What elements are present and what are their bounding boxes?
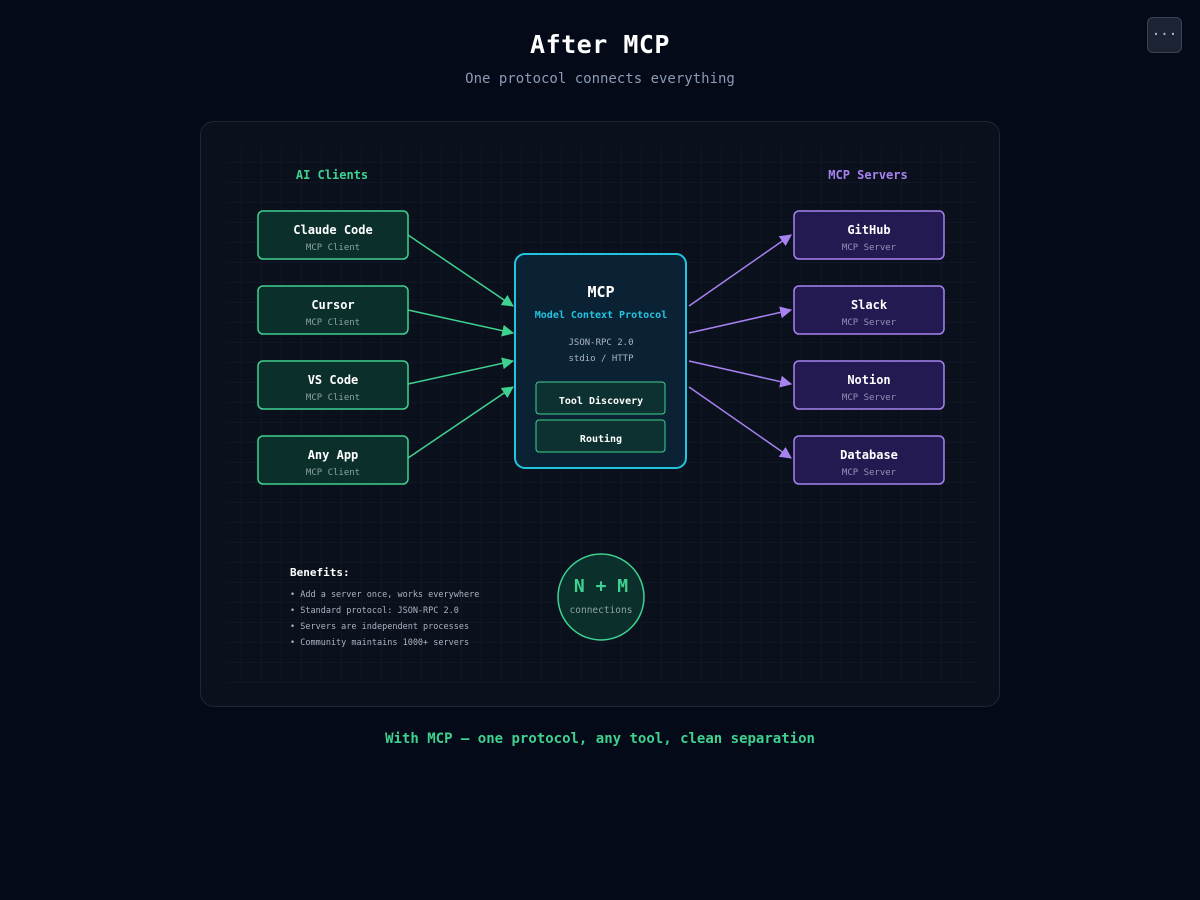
client-connections (407, 234, 515, 459)
server-role: MCP Server (842, 393, 897, 403)
more-horizontal-icon: ··· (1151, 27, 1178, 43)
server-name: Database (840, 448, 898, 462)
badge-label: connections (570, 605, 633, 616)
client-node: Cursor MCP Client (257, 285, 409, 335)
client-box (257, 285, 409, 335)
hub-title: MCP (587, 283, 614, 301)
connection-arrow (688, 360, 793, 388)
benefit-item: • Servers are independent processes (290, 622, 469, 632)
server-role: MCP Server (842, 243, 897, 253)
more-menu-button[interactable]: ··· (1147, 17, 1182, 53)
benefit-item: • Community maintains 1000+ servers (290, 638, 469, 648)
connection-arrow (688, 234, 792, 307)
server-box (793, 435, 945, 485)
mcp-architecture-diagram: AI Clients MCP Servers Claude Code MCP C… (226, 147, 976, 683)
server-node: Notion MCP Server (793, 360, 945, 410)
client-box (257, 210, 409, 260)
server-node: Slack MCP Server (793, 285, 945, 335)
server-box (793, 360, 945, 410)
hub-feature-box (535, 381, 666, 415)
hub-feature-box (535, 419, 666, 453)
server-box (793, 210, 945, 260)
hub-feature-routing: Routing (580, 433, 622, 445)
hub-spec-protocol: JSON-RPC 2.0 (568, 338, 633, 348)
client-role: MCP Client (306, 468, 360, 478)
clients-heading: AI Clients (296, 168, 368, 182)
mcp-hub: MCP Model Context Protocol JSON-RPC 2.0 … (514, 253, 687, 469)
client-name: VS Code (308, 373, 359, 387)
client-node: VS Code MCP Client (257, 360, 409, 410)
connection-arrow (407, 309, 515, 337)
server-name: Notion (847, 373, 890, 387)
client-name: Claude Code (293, 223, 372, 237)
diagram-panel: AI Clients MCP Servers Claude Code MCP C… (200, 121, 1000, 707)
benefit-item: • Add a server once, works everywhere (290, 590, 479, 600)
client-role: MCP Client (306, 318, 360, 328)
servers-heading: MCP Servers (828, 168, 907, 182)
client-role: MCP Client (306, 243, 360, 253)
client-box (257, 435, 409, 485)
connections-badge: N + M connections (557, 553, 645, 641)
badge-formula: N + M (574, 576, 628, 597)
connection-arrow (407, 386, 514, 459)
server-name: GitHub (847, 223, 890, 237)
server-role: MCP Server (842, 318, 897, 328)
connection-arrow (407, 357, 515, 385)
hub-feature-tool-discovery: Tool Discovery (559, 395, 643, 407)
server-connections (688, 234, 793, 459)
page-subtitle: One protocol connects everything (465, 71, 735, 87)
page-title: After MCP (530, 30, 670, 59)
hub-spec-transport: stdio / HTTP (568, 354, 634, 364)
server-node: Database MCP Server (793, 435, 945, 485)
server-node: GitHub MCP Server (793, 210, 945, 260)
connection-arrow (688, 306, 793, 334)
benefit-item: • Standard protocol: JSON-RPC 2.0 (290, 606, 459, 616)
client-name: Any App (308, 448, 359, 462)
benefits-list: Benefits: • Add a server once, works eve… (290, 566, 479, 648)
badge-circle (557, 553, 645, 641)
server-role: MCP Server (842, 468, 897, 478)
client-node: Claude Code MCP Client (257, 210, 409, 260)
client-node: Any App MCP Client (257, 435, 409, 485)
hub-subtitle: Model Context Protocol (535, 310, 667, 321)
footer-caption: With MCP — one protocol, any tool, clean… (385, 731, 815, 747)
client-box (257, 360, 409, 410)
connection-arrow (407, 234, 514, 307)
server-name: Slack (851, 298, 888, 312)
server-box (793, 285, 945, 335)
connection-arrow (688, 386, 792, 459)
benefits-heading: Benefits: (290, 566, 350, 579)
client-name: Cursor (311, 298, 354, 312)
client-role: MCP Client (306, 393, 360, 403)
